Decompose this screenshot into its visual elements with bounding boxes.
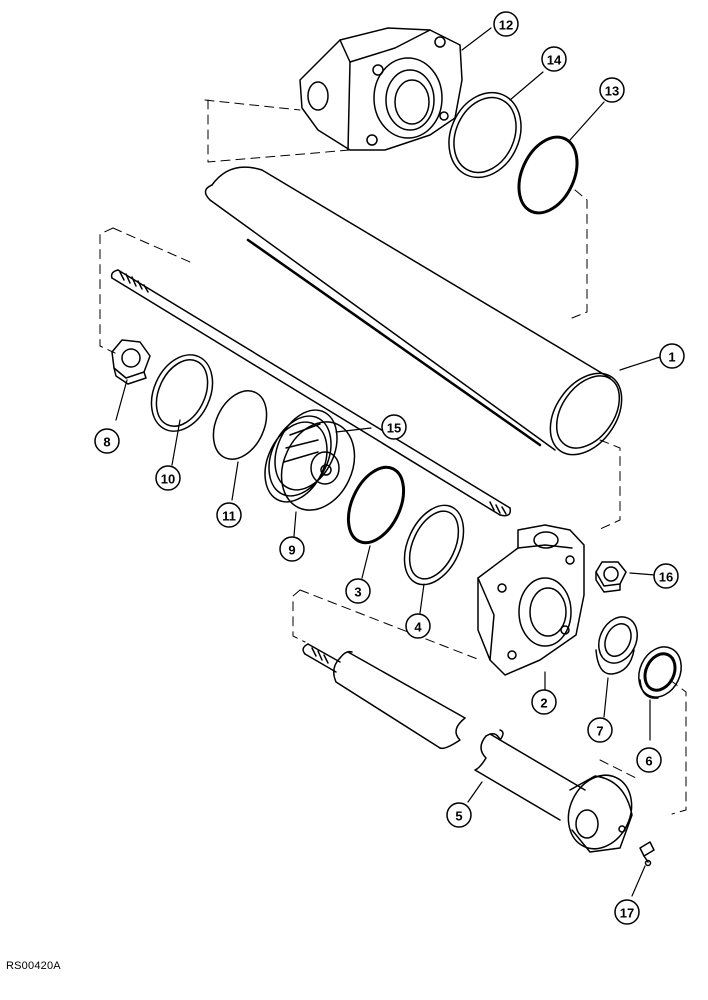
callout-17-circle xyxy=(614,899,640,925)
callout-13-circle xyxy=(599,77,625,103)
callout-1-circle xyxy=(659,343,685,369)
callout-4-circle xyxy=(405,613,431,639)
assembly-guide-lines xyxy=(99,99,687,815)
part-13-o-ring xyxy=(517,135,579,215)
part-9-piston xyxy=(264,409,356,511)
part-3-o-ring xyxy=(346,465,406,545)
part-4-ring xyxy=(403,504,465,586)
part-10-backup-ring xyxy=(150,354,214,432)
callout-12-circle xyxy=(493,11,519,37)
callout-6-circle xyxy=(636,747,662,773)
callout-2-circle xyxy=(531,689,557,715)
part-11-seal xyxy=(212,390,268,460)
callout-11: 11 xyxy=(222,509,236,524)
part-7-bushing xyxy=(595,616,638,675)
part-16-hex-nut xyxy=(595,561,627,593)
callout-15-circle xyxy=(381,414,407,440)
part-15-tie-rod xyxy=(110,269,512,517)
callout-15: 15 xyxy=(387,421,401,436)
part-1-cylinder-tube xyxy=(204,166,623,456)
callout-12: 12 xyxy=(499,18,513,33)
callout-7: 7 xyxy=(596,724,603,739)
leader-lines xyxy=(115,27,661,897)
figure-id: RS00420A xyxy=(6,960,61,972)
callout-16: 16 xyxy=(659,570,673,585)
callout-10-circle xyxy=(155,465,181,491)
callout-9-circle xyxy=(279,536,305,562)
callout-16-circle xyxy=(653,563,679,589)
callout-4: 4 xyxy=(414,620,422,635)
part-14-ring xyxy=(448,91,522,179)
callout-3-circle xyxy=(345,578,371,604)
callout-14-circle xyxy=(541,46,567,72)
callout-7-circle xyxy=(587,717,613,743)
callout-8-circle xyxy=(94,428,120,454)
callout-14: 14 xyxy=(547,53,562,68)
callout-6: 6 xyxy=(645,754,652,769)
callout-1: 1 xyxy=(668,350,675,365)
callout-3: 3 xyxy=(354,585,361,600)
callout-17: 17 xyxy=(620,906,634,921)
callout-5-circle xyxy=(446,802,472,828)
callouts xyxy=(94,11,685,925)
part-12-head-block xyxy=(299,27,463,151)
callout-8: 8 xyxy=(103,435,110,450)
part-5-piston-rod xyxy=(302,643,633,853)
callout-10: 10 xyxy=(161,472,175,487)
part-17-grease-fitting xyxy=(639,841,655,867)
callout-11-circle xyxy=(216,502,242,528)
part-6-wiper-seal xyxy=(638,646,682,699)
callout-2: 2 xyxy=(540,696,547,711)
part-2-rod-end-block xyxy=(477,524,585,676)
callout-13: 13 xyxy=(605,84,619,99)
callout-5: 5 xyxy=(455,809,462,824)
part-8-hex-nut xyxy=(111,339,151,385)
callout-9: 9 xyxy=(288,543,295,558)
